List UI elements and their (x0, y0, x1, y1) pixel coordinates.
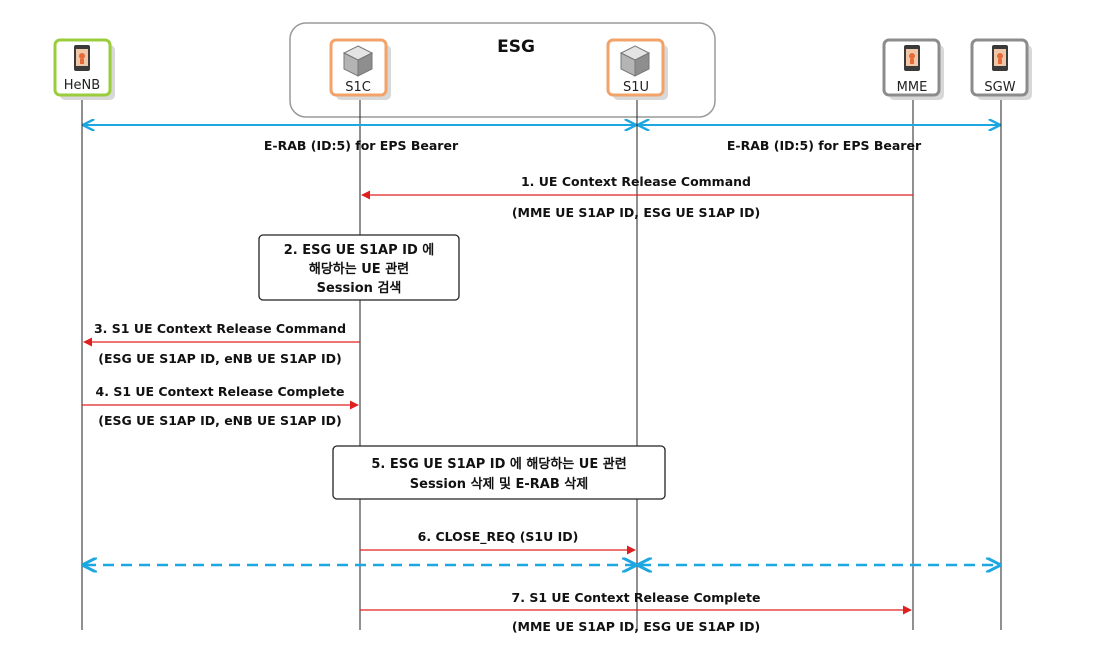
note-2-line-2: 해당하는 UE 관련 (309, 261, 409, 277)
message-4-params: (ESG UE S1AP ID, eNB UE S1AP ID) (98, 413, 341, 428)
node-s1c-label: S1C (345, 80, 371, 95)
bearer-left-label: E-RAB (ID:5) for EPS Bearer (264, 138, 459, 153)
node-mme-label: MME (897, 80, 928, 95)
bearer-right-label: E-RAB (ID:5) for EPS Bearer (727, 138, 922, 153)
message-1-label: 1. UE Context Release Command (521, 174, 751, 189)
node-sgw: SGW (970, 38, 1032, 100)
server-cube-icon (342, 45, 374, 77)
note-5-line-1: 5. ESG UE S1AP ID 에 해당하는 UE 관련 (371, 456, 626, 472)
message-3-label: 3. S1 UE Context Release Command (94, 321, 346, 336)
note-2-box (258, 234, 460, 301)
note-2-line-3: Session 검색 (317, 281, 402, 296)
node-henb: HeNB (53, 38, 115, 100)
note-5-line-2: Session 삭제 및 E-RAB 삭제 (410, 477, 588, 492)
node-s1u-label: S1U (623, 80, 649, 95)
phone-icon (74, 45, 90, 71)
server-cube-icon (619, 45, 651, 77)
esg-group-title: ESG (497, 37, 535, 57)
note-5-box (332, 445, 666, 500)
message-4-label: 4. S1 UE Context Release Complete (96, 384, 345, 399)
message-6-label: 6. CLOSE_REQ (S1U ID) (418, 529, 579, 545)
message-3-params: (ESG UE S1AP ID, eNB UE S1AP ID) (98, 351, 341, 366)
message-1-params: (MME UE S1AP ID, ESG UE S1AP ID) (512, 205, 760, 220)
node-s1c: S1C (329, 38, 391, 100)
phone-icon (904, 45, 920, 71)
note-2-line-1: 2. ESG UE S1AP ID 에 (284, 242, 435, 258)
node-s1u: S1U (606, 38, 668, 100)
message-7-label: 7. S1 UE Context Release Complete (512, 590, 761, 605)
phone-icon (992, 45, 1008, 71)
node-mme: MME (882, 38, 944, 100)
node-sgw-label: SGW (984, 80, 1015, 95)
message-7-params: (MME UE S1AP ID, ESG UE S1AP ID) (512, 619, 760, 634)
node-henb-label: HeNB (64, 78, 100, 93)
